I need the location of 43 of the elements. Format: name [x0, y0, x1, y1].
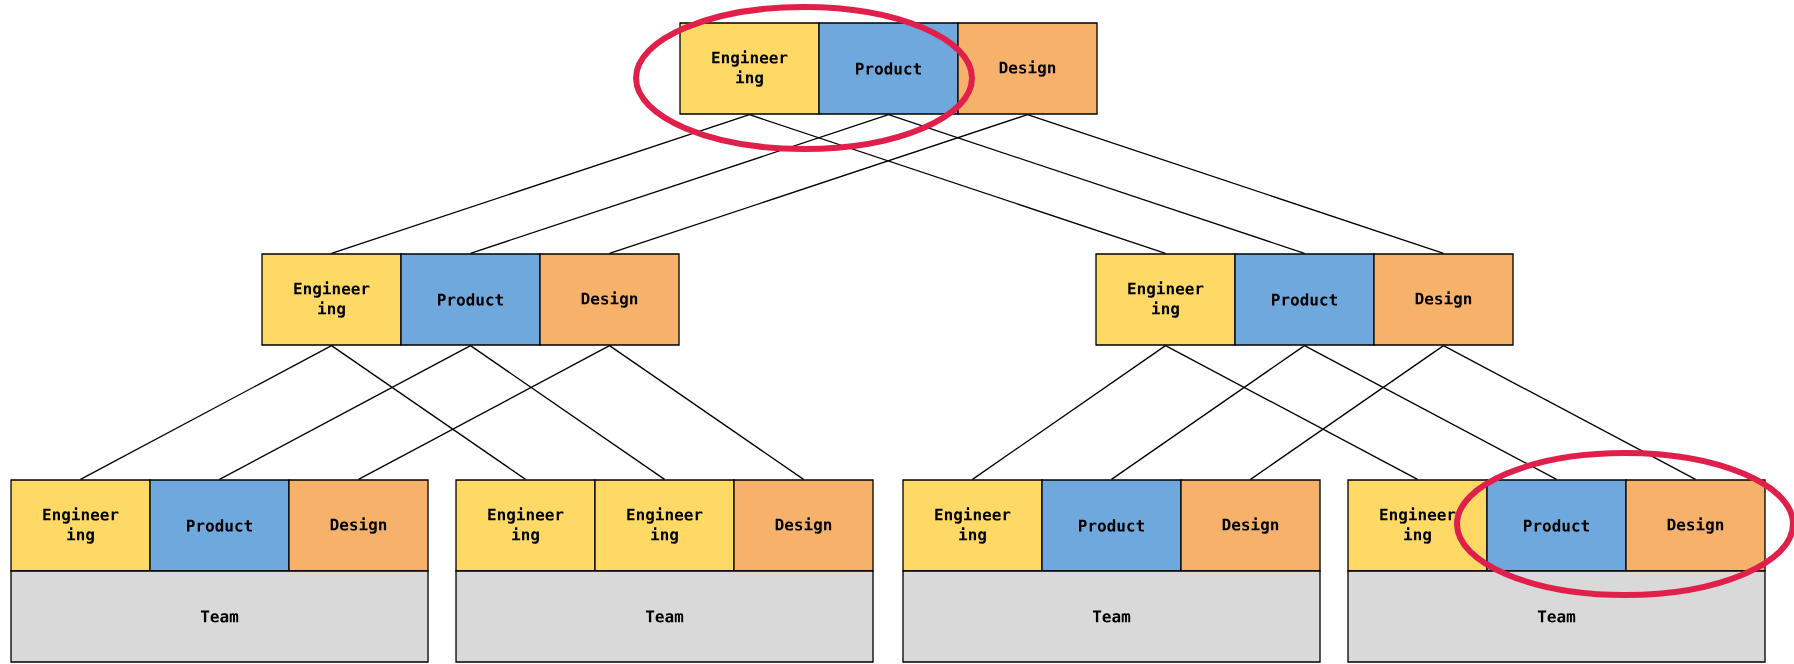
- department-cell: Design: [288, 479, 429, 572]
- team-band: Team: [1347, 570, 1766, 663]
- department-cell: Design: [733, 479, 874, 572]
- department-cell: Engineer ing: [455, 479, 596, 572]
- department-cell: Design: [539, 253, 680, 346]
- department-cell: Product: [818, 22, 959, 115]
- connector-line: [1249, 345, 1445, 480]
- department-cell: Engineer ing: [1095, 253, 1236, 346]
- connector-line: [748, 114, 1167, 254]
- connector-line: [1303, 345, 1558, 480]
- team-band: Team: [10, 570, 429, 663]
- connector-line: [469, 114, 890, 254]
- team-band: Team: [455, 570, 874, 663]
- connector-line: [1164, 345, 1419, 480]
- department-cell: Engineer ing: [902, 479, 1043, 572]
- department-cell: Engineer ing: [261, 253, 402, 346]
- connector-line: [79, 345, 333, 480]
- connector-line: [1442, 345, 1697, 480]
- department-cell: Design: [1625, 479, 1766, 572]
- connector-line: [1026, 114, 1445, 254]
- department-cell: Product: [1486, 479, 1627, 572]
- department-cell: Design: [957, 22, 1098, 115]
- department-cell: Product: [1234, 253, 1375, 346]
- department-cell: Product: [400, 253, 541, 346]
- department-cell: Engineer ing: [594, 479, 735, 572]
- department-cell: Product: [1041, 479, 1182, 572]
- connector-line: [469, 345, 666, 480]
- department-cell: Engineer ing: [1347, 479, 1488, 572]
- department-cell: Design: [1180, 479, 1321, 572]
- department-cell: Engineer ing: [10, 479, 151, 572]
- connector-line: [330, 345, 527, 480]
- connector-line: [357, 345, 611, 480]
- department-cell: Product: [149, 479, 290, 572]
- connector-line: [218, 345, 472, 480]
- department-cell: Design: [1373, 253, 1514, 346]
- connector-line: [1110, 345, 1306, 480]
- connector-line: [330, 114, 751, 254]
- connector-line: [971, 345, 1167, 480]
- department-cell: Engineer ing: [679, 22, 820, 115]
- team-band: Team: [902, 570, 1321, 663]
- connector-line: [887, 114, 1306, 254]
- connector-line: [608, 345, 805, 480]
- connector-line: [608, 114, 1029, 254]
